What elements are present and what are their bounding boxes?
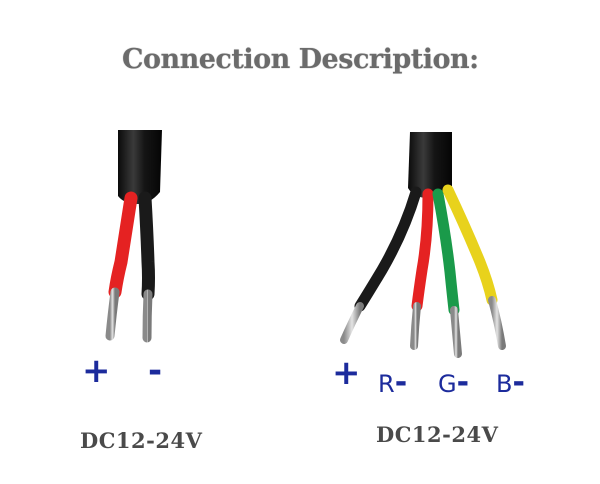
black-wire-tip	[142, 289, 153, 343]
red-wire-tip	[105, 287, 120, 341]
positive-symbol: +	[332, 353, 361, 393]
green-negative-label: G-	[438, 368, 469, 398]
two-wire-cable	[105, 130, 162, 343]
blue-label-letter: B	[496, 370, 513, 398]
blue-negative-label: B-	[496, 368, 525, 398]
green-wire	[432, 188, 460, 316]
page-title: Connection Description:	[122, 44, 479, 75]
blue-label-dash: -	[512, 365, 525, 400]
black-wire	[138, 191, 155, 301]
cable-sheath	[118, 130, 162, 204]
yellow-wire-tip	[488, 296, 506, 350]
green-wire-tip	[450, 306, 462, 358]
red-label-letter: R	[378, 370, 395, 398]
negative-symbol: -	[148, 351, 163, 391]
positive-symbol: +	[82, 351, 111, 391]
red-wire	[108, 191, 138, 299]
four-wire-cable	[340, 132, 506, 358]
yellow-wire	[442, 184, 498, 306]
red-label-dash: -	[394, 365, 408, 400]
green-label-letter: G	[438, 370, 457, 398]
voltage-label: DC12-24V	[376, 422, 499, 447]
black-wire-tip	[340, 302, 364, 344]
voltage-label: DC12-24V	[80, 428, 203, 453]
red-wire	[411, 188, 434, 312]
cable-sheath	[408, 132, 452, 198]
green-label-dash: -	[456, 365, 470, 400]
red-negative-label: R-	[378, 368, 407, 398]
black-wire	[354, 186, 422, 312]
red-wire-tip	[410, 302, 421, 350]
